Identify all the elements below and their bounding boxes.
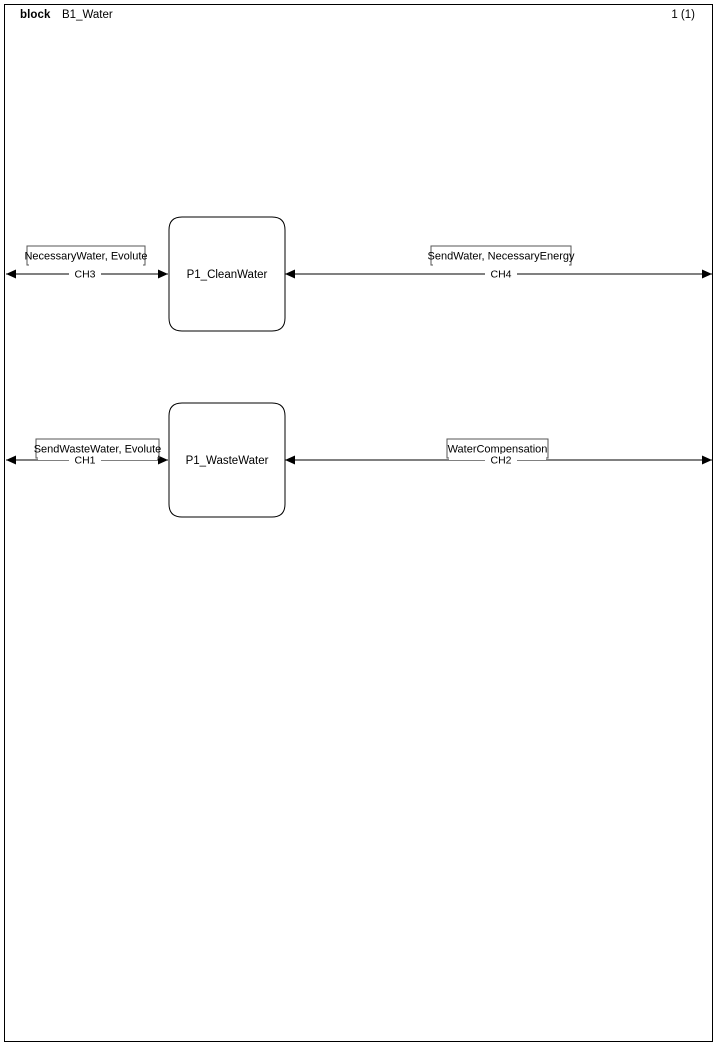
channel-ch3-name-mask: [69, 268, 101, 279]
channel-ch4[interactable]: SendWater, NecessaryEnergy CH4: [285, 245, 712, 280]
channel-ch3[interactable]: NecessaryWater, Evolute CH3: [6, 245, 168, 280]
diagram-kind-label: block: [20, 9, 51, 21]
channel-ch1-name-label: CH1: [74, 454, 95, 466]
channel-ch3-signal-label: NecessaryWater, Evolute: [24, 250, 147, 262]
channel-ch2[interactable]: WaterCompensation CH2: [285, 438, 712, 466]
channel-ch4-signal-label: SendWater, NecessaryEnergy: [428, 250, 575, 262]
page-number-label: 1 (1): [671, 9, 695, 21]
block-p1-wastewater-shape: [168, 402, 286, 518]
page-frame-border: [4, 4, 713, 1042]
block-p1-cleanwater-shape: [168, 216, 286, 332]
channel-ch1-arrowhead-left: [6, 455, 16, 465]
channel-ch1-signal-label: SendWasteWater, Evolute: [34, 443, 162, 455]
channel-ch2-arrowhead-right: [702, 455, 712, 465]
channel-ch3-name-label: CH3: [74, 268, 95, 280]
channel-ch4-name-mask: [485, 268, 517, 279]
channel-ch2-name-mask: [485, 454, 517, 465]
channel-ch2-arrowhead-left: [285, 455, 295, 465]
channel-ch1-arrowhead-right: [158, 455, 168, 465]
diagram-header: block B1_Water 1 (1): [0, 0, 709, 34]
channel-ch2-signal-label: WaterCompensation: [448, 443, 548, 455]
block-p1-wastewater[interactable]: P1_WasteWater: [168, 402, 286, 518]
channel-ch4-signal-box-mask: [433, 262, 569, 267]
block-p1-wastewater-label: P1_WasteWater: [186, 455, 269, 467]
channel-ch4-arrowhead-left: [285, 269, 295, 279]
block-p1-cleanwater[interactable]: P1_CleanWater: [168, 216, 286, 332]
channel-ch1[interactable]: SendWasteWater, Evolute CH1: [6, 438, 168, 466]
block-p1-cleanwater-label: P1_CleanWater: [187, 269, 268, 281]
channel-ch4-name-label: CH4: [490, 268, 511, 280]
channel-ch3-arrowhead-right: [158, 269, 168, 279]
channel-ch4-arrowhead-right: [702, 269, 712, 279]
channel-ch1-name-mask: [69, 454, 101, 465]
channel-ch3-arrowhead-left: [6, 269, 16, 279]
diagram-name-label: B1_Water: [62, 9, 113, 21]
channel-ch3-signal-box-mask: [29, 262, 143, 267]
channel-ch2-name-label: CH2: [490, 454, 511, 466]
